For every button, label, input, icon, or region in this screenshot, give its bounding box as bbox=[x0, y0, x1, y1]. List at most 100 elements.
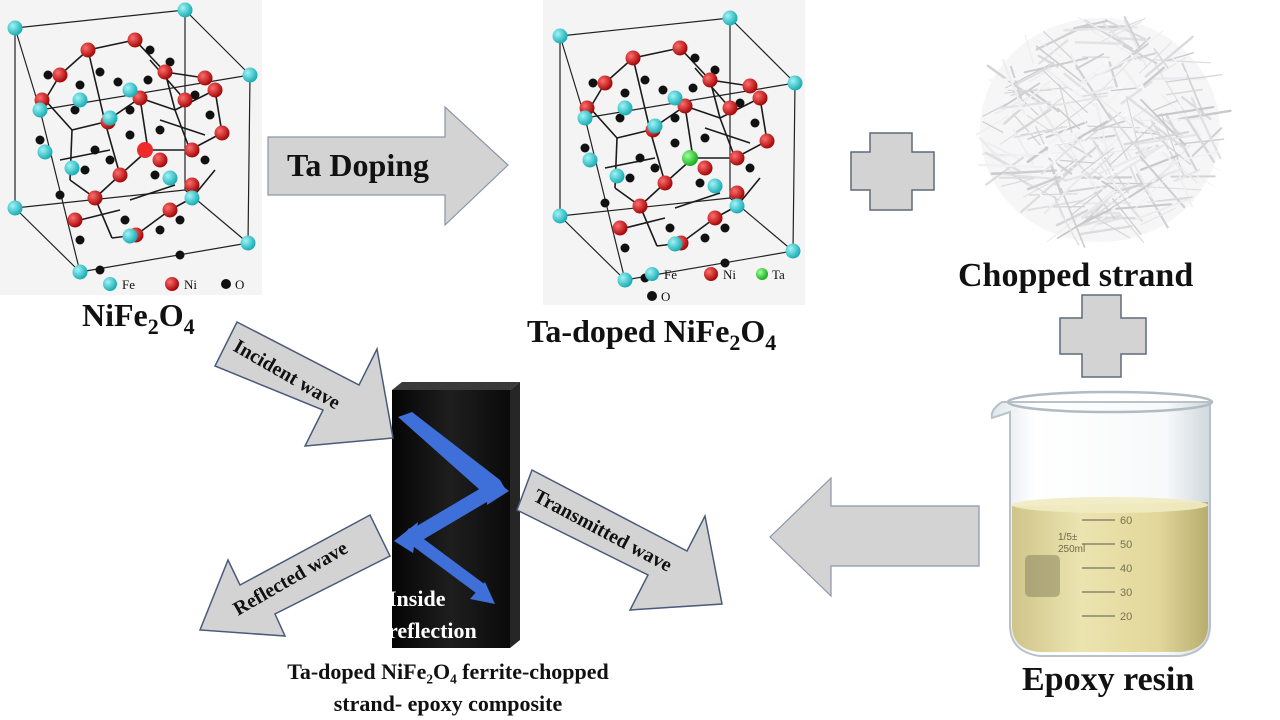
glass-fiber-strand bbox=[1076, 120, 1109, 140]
glass-fiber-strand bbox=[1024, 34, 1035, 65]
lattice-edge bbox=[559, 215, 626, 281]
glass-fiber-strand bbox=[1173, 168, 1201, 183]
lattice-edge bbox=[14, 9, 186, 29]
glass-fiber-strand bbox=[1059, 210, 1080, 246]
glass-fiber-strand bbox=[1046, 95, 1108, 108]
glass-fiber-strand bbox=[1134, 133, 1197, 146]
glass-fiber-strand bbox=[1015, 108, 1052, 133]
glass-fiber-strand bbox=[1105, 181, 1153, 212]
glass-fiber-strand bbox=[1139, 185, 1202, 191]
iron-atom bbox=[667, 90, 683, 106]
nickel-atom bbox=[67, 212, 83, 228]
glass-fiber-strand bbox=[1035, 39, 1063, 58]
iron-atom bbox=[552, 28, 568, 44]
beaker-label-patch bbox=[1025, 555, 1060, 597]
graduation-label: 30 bbox=[1120, 587, 1132, 599]
nickel-atom bbox=[759, 133, 775, 149]
lattice-edge bbox=[14, 207, 81, 273]
glass-fiber-strand bbox=[994, 86, 1050, 115]
iron-atom bbox=[64, 160, 80, 176]
oxygen-atom bbox=[145, 45, 155, 55]
glass-fiber-strand bbox=[1035, 45, 1084, 84]
transmitted-wave-label: Transmitted wave bbox=[530, 485, 676, 577]
nickel-atom bbox=[80, 42, 96, 58]
glass-fiber-strand bbox=[1080, 147, 1115, 174]
oxygen-atom bbox=[670, 138, 680, 148]
glass-fiber-strand bbox=[1155, 105, 1215, 118]
glass-fiber-strand bbox=[1074, 41, 1124, 46]
beaker-text: 250ml bbox=[1058, 544, 1085, 555]
glass-fiber-strand bbox=[1151, 59, 1211, 64]
plus-icon bbox=[1059, 294, 1147, 378]
glass-fiber-strand bbox=[1139, 42, 1172, 74]
nickel-atom bbox=[672, 40, 688, 56]
lattice-bond bbox=[649, 129, 666, 184]
crystal-legend: Fe Ni O bbox=[103, 277, 244, 292]
glass-fiber-strand bbox=[1041, 97, 1063, 115]
glass-fiber-strand bbox=[1070, 189, 1103, 216]
glass-fiber-strand bbox=[1011, 80, 1051, 113]
glass-fiber-strand bbox=[1118, 212, 1145, 243]
graduation-label: 40 bbox=[1120, 563, 1132, 575]
glass-fiber-strand bbox=[1176, 169, 1193, 208]
iron-atom bbox=[667, 236, 683, 252]
glass-fiber-strand bbox=[1107, 112, 1147, 159]
o-legend-label: O bbox=[235, 277, 244, 292]
glass-fiber-strand bbox=[1047, 128, 1068, 146]
nickel-atom bbox=[127, 32, 143, 48]
reflection-arrowhead bbox=[470, 582, 495, 604]
glass-fiber-strand bbox=[1166, 88, 1204, 96]
glass-fiber-strand bbox=[985, 156, 1024, 186]
glass-fiber-strand bbox=[997, 151, 1066, 158]
glass-fiber-strand bbox=[1139, 154, 1181, 171]
glass-fiber-strand bbox=[1065, 184, 1112, 193]
glass-fiber-strand bbox=[1009, 173, 1060, 201]
lattice-bond bbox=[719, 117, 736, 159]
nickel-atom bbox=[177, 92, 193, 108]
nickel-atom bbox=[112, 167, 128, 183]
ta-doping-label: Ta Doping bbox=[287, 147, 429, 183]
glass-fiber-strand bbox=[1142, 117, 1207, 122]
iron-atom bbox=[162, 170, 178, 186]
nickel-atom bbox=[184, 177, 200, 193]
lattice-bond bbox=[71, 121, 106, 131]
oxygen-atom bbox=[80, 165, 90, 175]
iron-atom bbox=[647, 118, 663, 134]
oxygen-atom bbox=[620, 88, 630, 98]
iron-atom bbox=[32, 102, 48, 118]
o-legend-dot bbox=[647, 291, 657, 301]
ta-doping-arrow: Ta Doping bbox=[267, 105, 509, 227]
glass-fiber-strand bbox=[986, 141, 1020, 160]
oxygen-atom bbox=[700, 133, 710, 143]
nickel-atom bbox=[52, 67, 68, 83]
glass-fiber-strand bbox=[1138, 116, 1156, 141]
glass-fiber-strand bbox=[1190, 96, 1222, 160]
glass-fiber-strand bbox=[1063, 72, 1098, 101]
iron-atom bbox=[729, 198, 745, 214]
glass-fiber-strand bbox=[1136, 57, 1187, 88]
nickel-atom bbox=[132, 90, 148, 106]
graduation-label: 50 bbox=[1120, 539, 1132, 551]
glass-fiber-strand bbox=[1084, 111, 1122, 141]
crystal-legend: Fe Ni Ta O bbox=[645, 267, 785, 304]
glass-fiber-strand bbox=[1082, 208, 1112, 224]
iron-atom bbox=[617, 272, 633, 288]
glass-fiber-strand bbox=[1130, 54, 1149, 104]
oxygen-atom bbox=[155, 125, 165, 135]
nickel-atom bbox=[597, 75, 613, 91]
glass-fiber-strand bbox=[1152, 150, 1219, 168]
nickel-atom bbox=[729, 185, 745, 201]
nickel-atom bbox=[162, 202, 178, 218]
oxygen-atom bbox=[615, 113, 625, 123]
lattice-bond bbox=[87, 49, 106, 123]
iron-atom bbox=[242, 67, 258, 83]
oxygen-atom bbox=[635, 153, 645, 163]
oxygen-atom bbox=[165, 57, 175, 67]
glass-fiber-strand bbox=[1113, 127, 1138, 183]
glass-fiber-strand bbox=[1124, 145, 1153, 199]
iron-atom bbox=[177, 2, 193, 18]
oxygen-atom bbox=[625, 173, 635, 183]
chopped-strand-label: Chopped strand bbox=[958, 257, 1193, 294]
lattice-bond bbox=[79, 209, 121, 221]
